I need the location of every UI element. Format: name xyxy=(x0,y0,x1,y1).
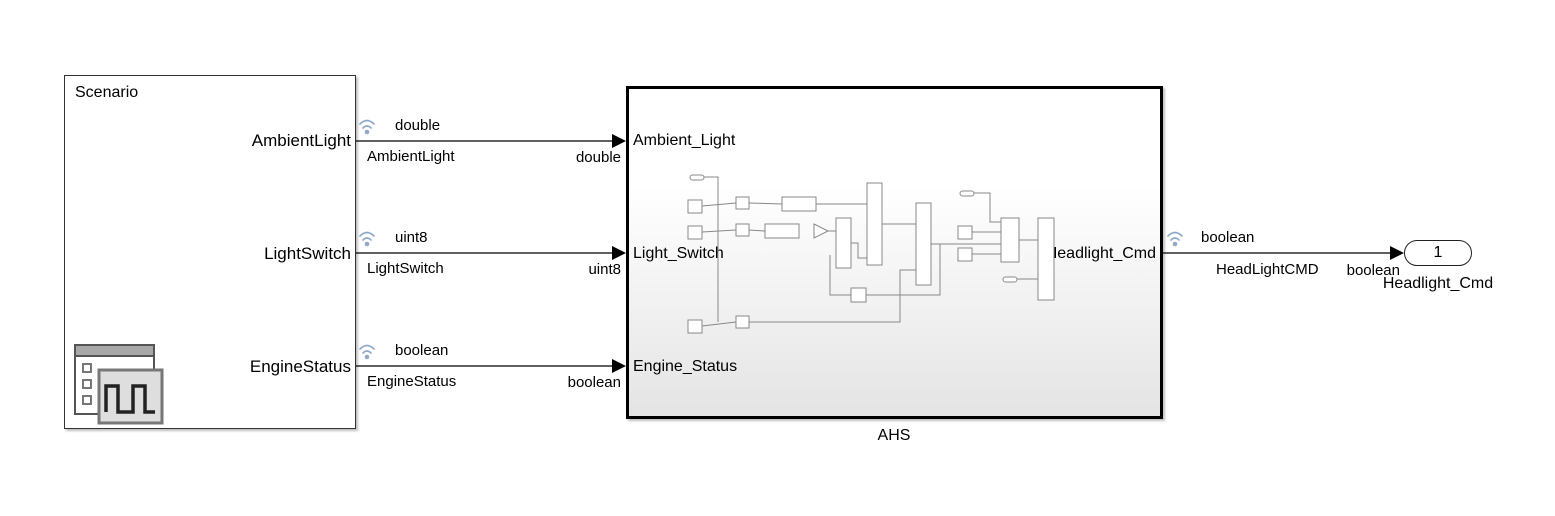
signal-name-ambient-light[interactable]: AmbientLight xyxy=(367,148,455,165)
arrowhead-engine-status xyxy=(612,359,626,373)
arrowheads xyxy=(612,134,1404,373)
outport-number: 1 xyxy=(1433,244,1443,261)
arrowhead-light-switch xyxy=(612,246,626,260)
signal-type-engine-status: boolean xyxy=(395,342,449,359)
signal-editor-icon xyxy=(74,344,164,425)
signal-dest-type-engine-status: boolean xyxy=(567,374,621,391)
arrowhead-ambient-light xyxy=(612,134,626,148)
ahs-output-headlight-cmd: Headlight_Cmd xyxy=(1045,245,1156,262)
ahs-subsystem-block[interactable]: Ambient_Light Light_Switch Engine_Status… xyxy=(626,86,1163,419)
scenario-port-light-switch: LightSwitch xyxy=(264,244,351,263)
signal-dest-type-headlight-cmd: boolean xyxy=(1346,262,1400,279)
ahs-internal-thumbnail xyxy=(687,174,1055,334)
ahs-input-light-switch: Light_Switch xyxy=(633,245,724,262)
signal-dest-type-light-switch: uint8 xyxy=(588,261,621,278)
signal-logging-icon xyxy=(359,119,1183,360)
ahs-input-ambient-light: Ambient_Light xyxy=(633,132,736,149)
signal-name-light-switch[interactable]: LightSwitch xyxy=(367,260,444,277)
arrowhead-headlight-cmd xyxy=(1390,246,1404,260)
signal-name-engine-status[interactable]: EngineStatus xyxy=(367,373,457,390)
scenario-title: Scenario xyxy=(75,84,139,101)
ahs-block-name[interactable]: AHS xyxy=(877,427,911,444)
outport-name[interactable]: Headlight_Cmd xyxy=(1382,275,1494,292)
signal-lines xyxy=(356,140,1390,367)
signal-type-light-switch: uint8 xyxy=(395,229,428,246)
scenario-port-engine-status: EngineStatus xyxy=(249,357,351,376)
signal-type-ambient-light: double xyxy=(395,117,441,134)
signal-dest-type-ambient-light: double xyxy=(575,149,621,166)
scenario-port-ambient-light: AmbientLight xyxy=(251,131,351,150)
ahs-input-engine-status: Engine_Status xyxy=(633,358,738,375)
signal-type-headlight-cmd: boolean xyxy=(1201,229,1255,246)
outport-block[interactable]: 1 xyxy=(1404,240,1472,266)
scenario-block[interactable]: Scenario AmbientLight LightSwitch Engine… xyxy=(64,75,356,429)
signal-name-headlight-cmd[interactable]: HeadLightCMD xyxy=(1216,261,1319,278)
